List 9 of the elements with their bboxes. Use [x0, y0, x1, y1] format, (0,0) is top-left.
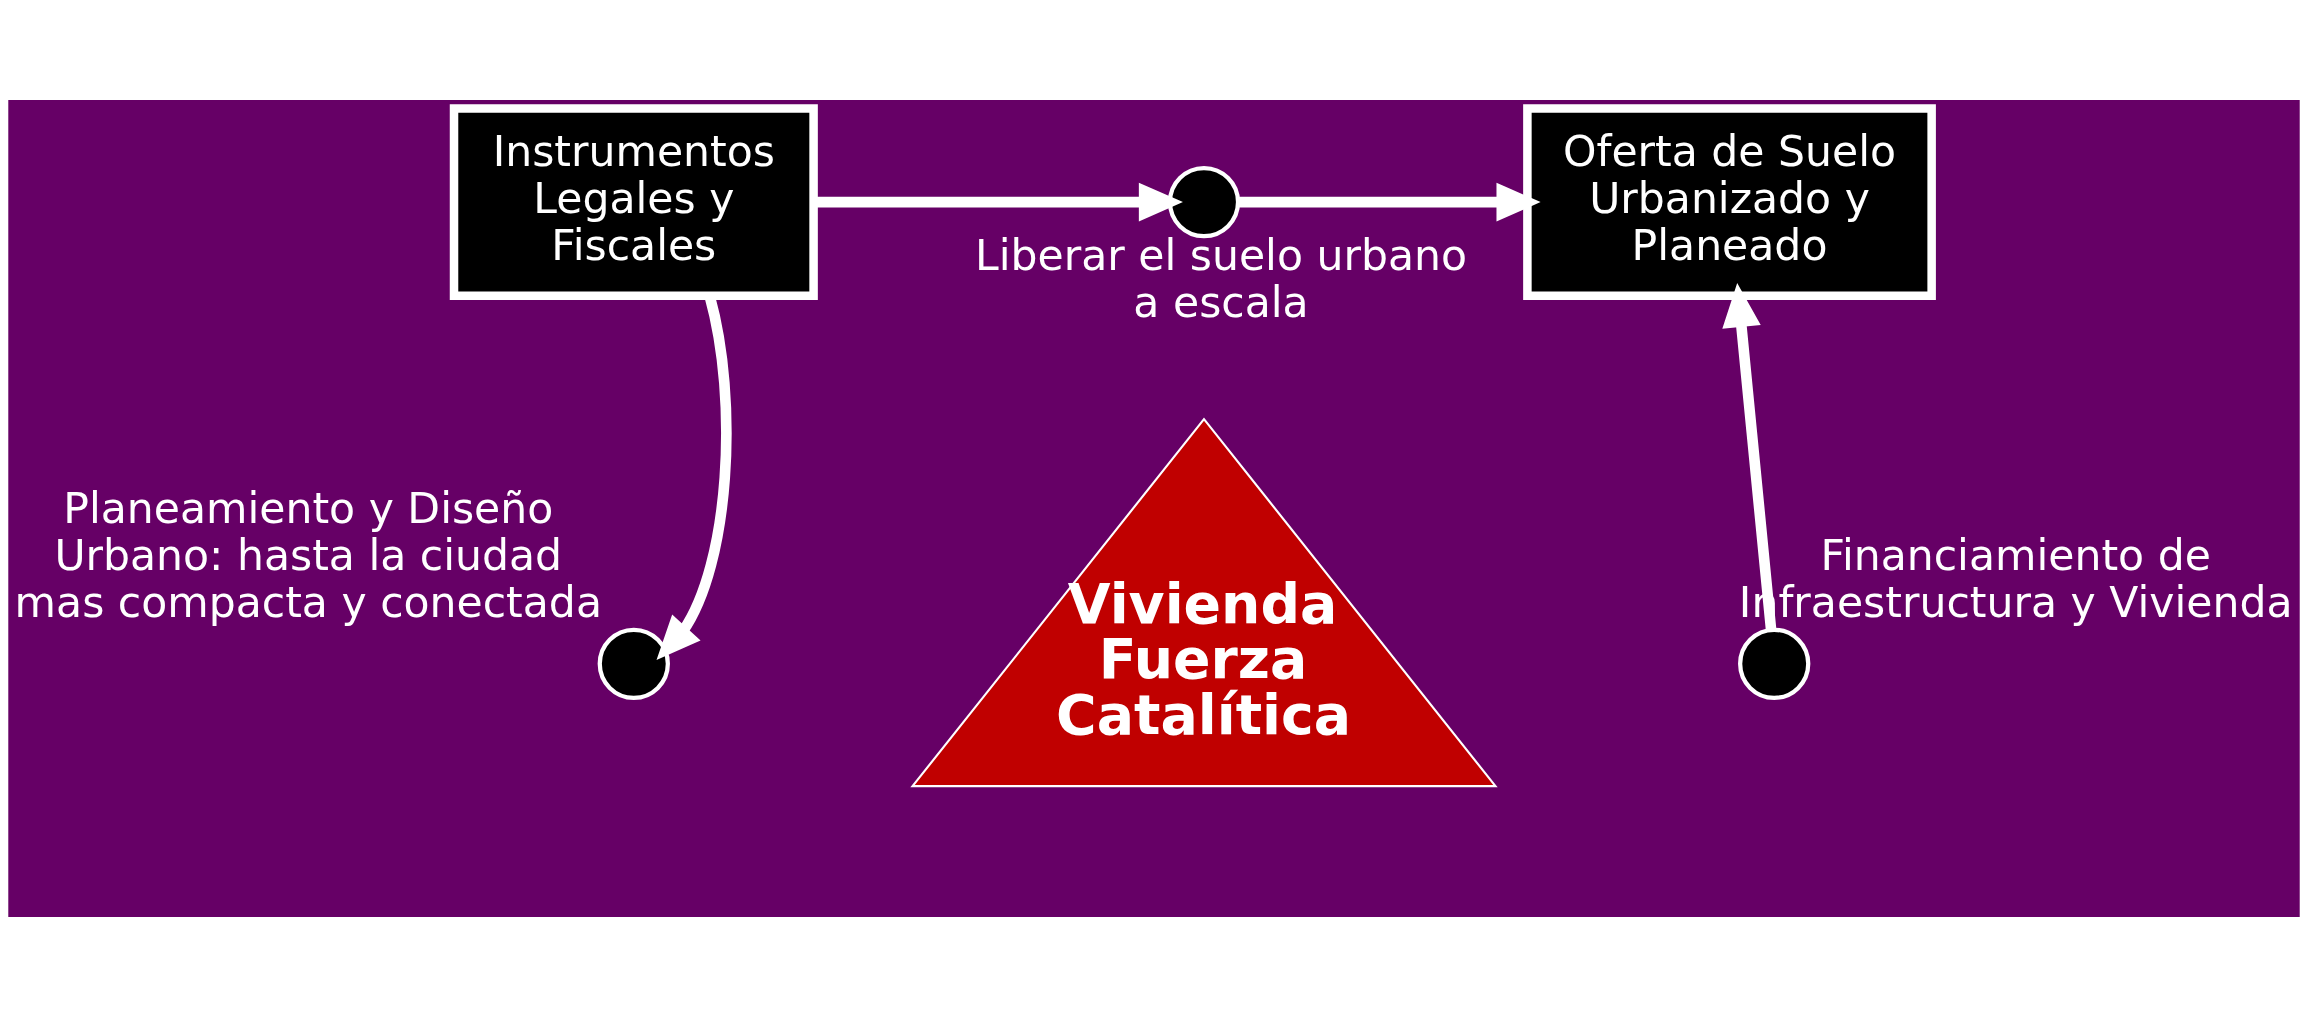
node-circle	[597, 627, 670, 700]
node-label: Planeamiento y Diseño Urbano: hasta la ciudad mas compacta y conectada	[14, 483, 602, 627]
node-circle	[1167, 165, 1241, 238]
node-circle	[1738, 627, 1811, 700]
arrow	[1238, 182, 1541, 221]
arrow	[1722, 282, 1777, 630]
node-label: Liberar el suelo urbano a escala	[975, 230, 1468, 327]
node-box: Instrumentos Legales y Fiscales	[449, 103, 818, 300]
node-box: Oferta de Suelo Urbanizado y Planeado	[1523, 103, 1936, 300]
